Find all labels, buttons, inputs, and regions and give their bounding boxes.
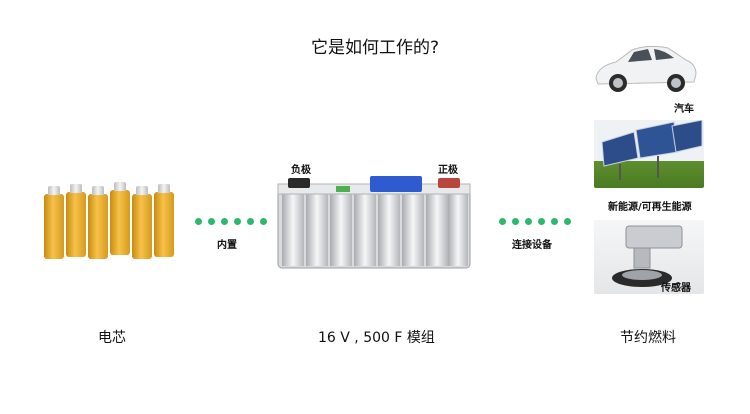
connector-dots-left (195, 218, 267, 225)
car-image (590, 36, 700, 98)
battery-cells-image (44, 182, 184, 259)
solar-panel-image (594, 120, 704, 188)
sensor-image (594, 220, 704, 294)
label-module: 16 V , 500 F 模组 (318, 330, 435, 346)
label-car: 汽车 (674, 104, 694, 115)
module-image (276, 176, 472, 272)
label-connect: 连接设备 (512, 240, 552, 251)
page-title: 它是如何工作的? (310, 38, 440, 58)
label-positive: 正极 (438, 165, 458, 176)
label-sensor: 传感器 (661, 283, 691, 294)
connector-dots-right (499, 218, 571, 225)
label-internal: 内置 (217, 240, 237, 251)
label-renewable: 新能源/可再生能源 (608, 202, 692, 213)
label-fuel: 节约燃料 (620, 330, 676, 346)
label-cell: 电芯 (98, 330, 126, 346)
label-negative: 负极 (291, 165, 311, 176)
